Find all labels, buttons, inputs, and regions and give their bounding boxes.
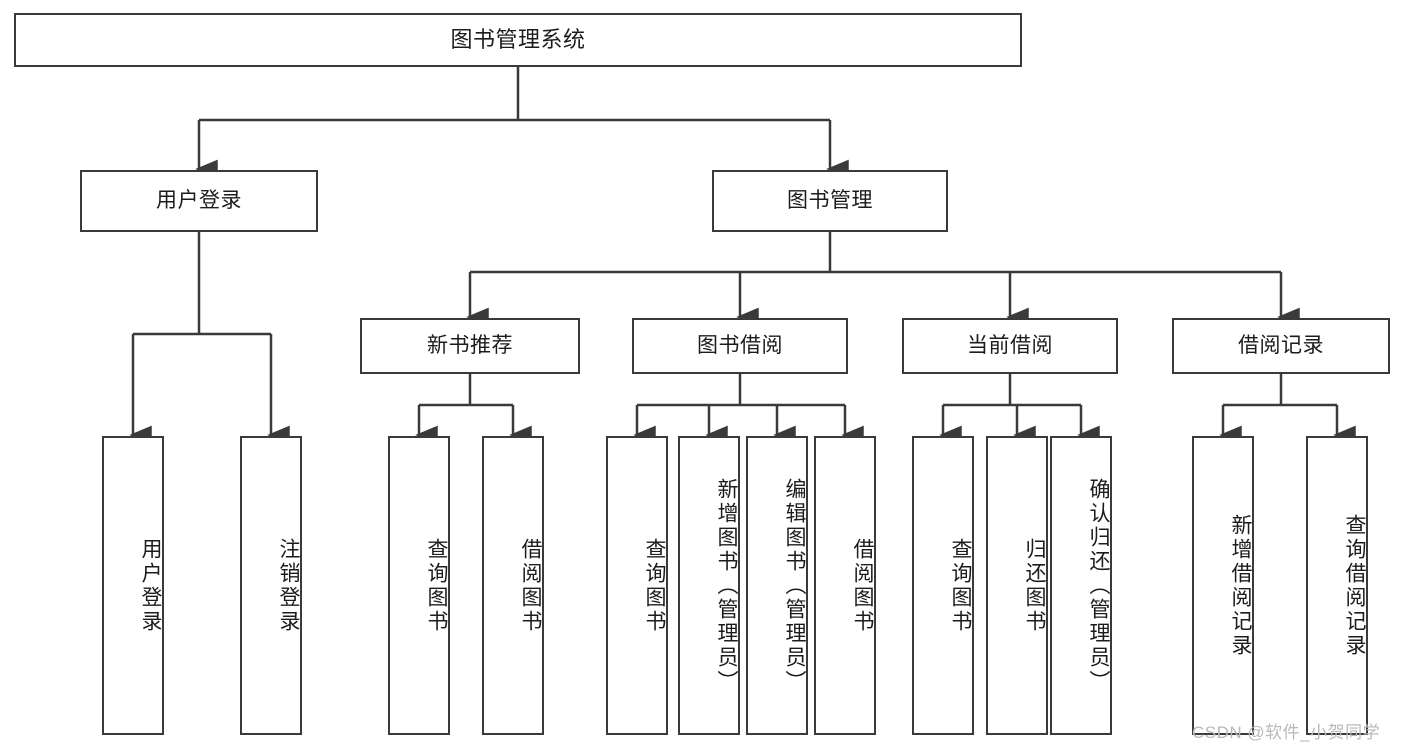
node-book-borrow-label: 图书借阅: [697, 333, 783, 357]
node-leaf-confirm-return-label: 确认归还（管理员）: [1087, 477, 1110, 694]
node-book-manage-label: 图书管理: [787, 188, 873, 212]
node-leaf-add-borrow-record: 新增借阅记录: [1192, 436, 1254, 735]
node-user-login-label: 用户登录: [156, 188, 242, 212]
node-leaf-edit-book-admin: 编辑图书（管理员）: [746, 436, 808, 735]
node-borrow-record-label: 借阅记录: [1238, 333, 1324, 357]
node-leaf-borrow-book: 借阅图书: [814, 436, 876, 735]
node-leaf-user-login: 用户登录: [102, 436, 164, 735]
node-leaf-borrow-book-label: 借阅图书: [851, 537, 874, 634]
node-leaf-query-book-rec-label: 查询图书: [425, 537, 448, 634]
node-leaf-edit-book-admin-label: 编辑图书（管理员）: [783, 477, 806, 694]
node-leaf-return-book: 归还图书: [986, 436, 1048, 735]
node-current-borrow: 当前借阅: [902, 318, 1118, 374]
node-book-manage: 图书管理: [712, 170, 948, 232]
node-leaf-add-borrow-record-label: 新增借阅记录: [1229, 513, 1252, 658]
node-leaf-logout: 注销登录: [240, 436, 302, 735]
node-leaf-query-book-borrow-label: 查询图书: [643, 537, 666, 634]
watermark-text: CSDN @软件_小贺同学: [1192, 723, 1381, 742]
node-new-book-recommend-label: 新书推荐: [427, 333, 513, 357]
node-leaf-query-book-current-label: 查询图书: [949, 537, 972, 634]
node-root-label: 图书管理系统: [450, 27, 586, 53]
node-leaf-query-book-rec: 查询图书: [388, 436, 450, 735]
node-leaf-add-book-admin: 新增图书（管理员）: [678, 436, 740, 735]
node-root: 图书管理系统: [14, 13, 1022, 67]
node-leaf-query-borrow-record: 查询借阅记录: [1306, 436, 1368, 735]
node-leaf-query-book-current: 查询图书: [912, 436, 974, 735]
node-leaf-confirm-return: 确认归还（管理员）: [1050, 436, 1112, 735]
node-leaf-borrow-book-rec: 借阅图书: [482, 436, 544, 735]
node-leaf-borrow-book-rec-label: 借阅图书: [519, 537, 542, 634]
node-leaf-logout-label: 注销登录: [277, 537, 300, 634]
node-new-book-recommend: 新书推荐: [360, 318, 580, 374]
connector-lines: [129, 67, 1356, 445]
node-leaf-add-book-admin-label: 新增图书（管理员）: [715, 477, 738, 694]
node-leaf-query-borrow-record-label: 查询借阅记录: [1343, 513, 1366, 658]
node-leaf-return-book-label: 归还图书: [1023, 537, 1046, 634]
node-borrow-record: 借阅记录: [1172, 318, 1390, 374]
node-book-borrow: 图书借阅: [632, 318, 848, 374]
node-leaf-user-login-label: 用户登录: [139, 537, 162, 634]
node-user-login: 用户登录: [80, 170, 318, 232]
node-current-borrow-label: 当前借阅: [967, 333, 1053, 357]
node-leaf-query-book-borrow: 查询图书: [606, 436, 668, 735]
